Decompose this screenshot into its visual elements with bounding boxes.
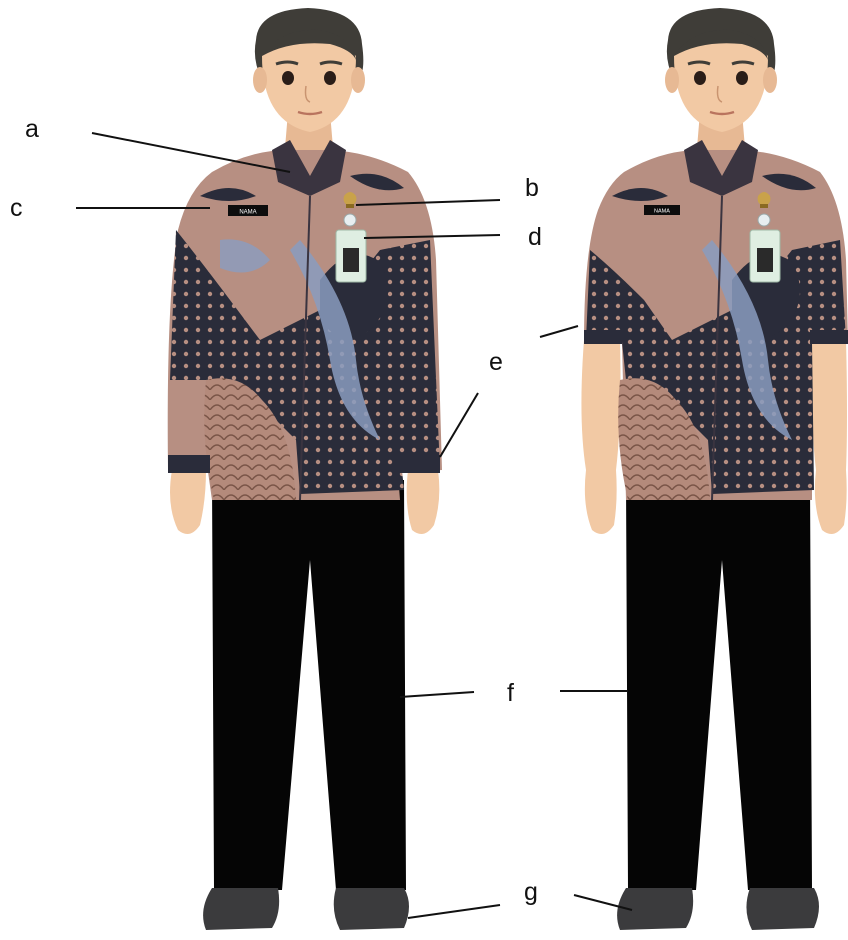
- figure-short-sleeve: NAMA: [581, 8, 848, 930]
- batik-shirt-long: [168, 140, 442, 500]
- shoes: [203, 888, 409, 930]
- leader-line-g-left: [408, 905, 500, 918]
- name-tag: NAMA: [228, 205, 268, 216]
- trousers: [626, 480, 812, 890]
- leader-line-e-left: [440, 393, 478, 457]
- label-a: a: [25, 117, 39, 142]
- leader-line-f-left: [400, 692, 474, 697]
- leader-line-a: [92, 133, 290, 172]
- head: [665, 8, 777, 132]
- label-c: c: [10, 196, 23, 221]
- label-g: g: [524, 880, 538, 905]
- label-f: f: [507, 681, 514, 706]
- name-tag: NAMA: [644, 205, 680, 215]
- label-e: e: [489, 350, 503, 375]
- trousers: [212, 480, 406, 890]
- shoes: [617, 888, 819, 930]
- figure-long-sleeve: NAMA: [168, 8, 442, 930]
- name-tag-text: NAMA: [239, 210, 256, 216]
- label-b: b: [525, 176, 539, 201]
- label-d: d: [528, 225, 542, 250]
- head: [253, 8, 365, 132]
- batik-shirt-short: [584, 140, 848, 500]
- name-tag-text: NAMA: [654, 209, 670, 215]
- leader-line-e-right: [540, 326, 578, 337]
